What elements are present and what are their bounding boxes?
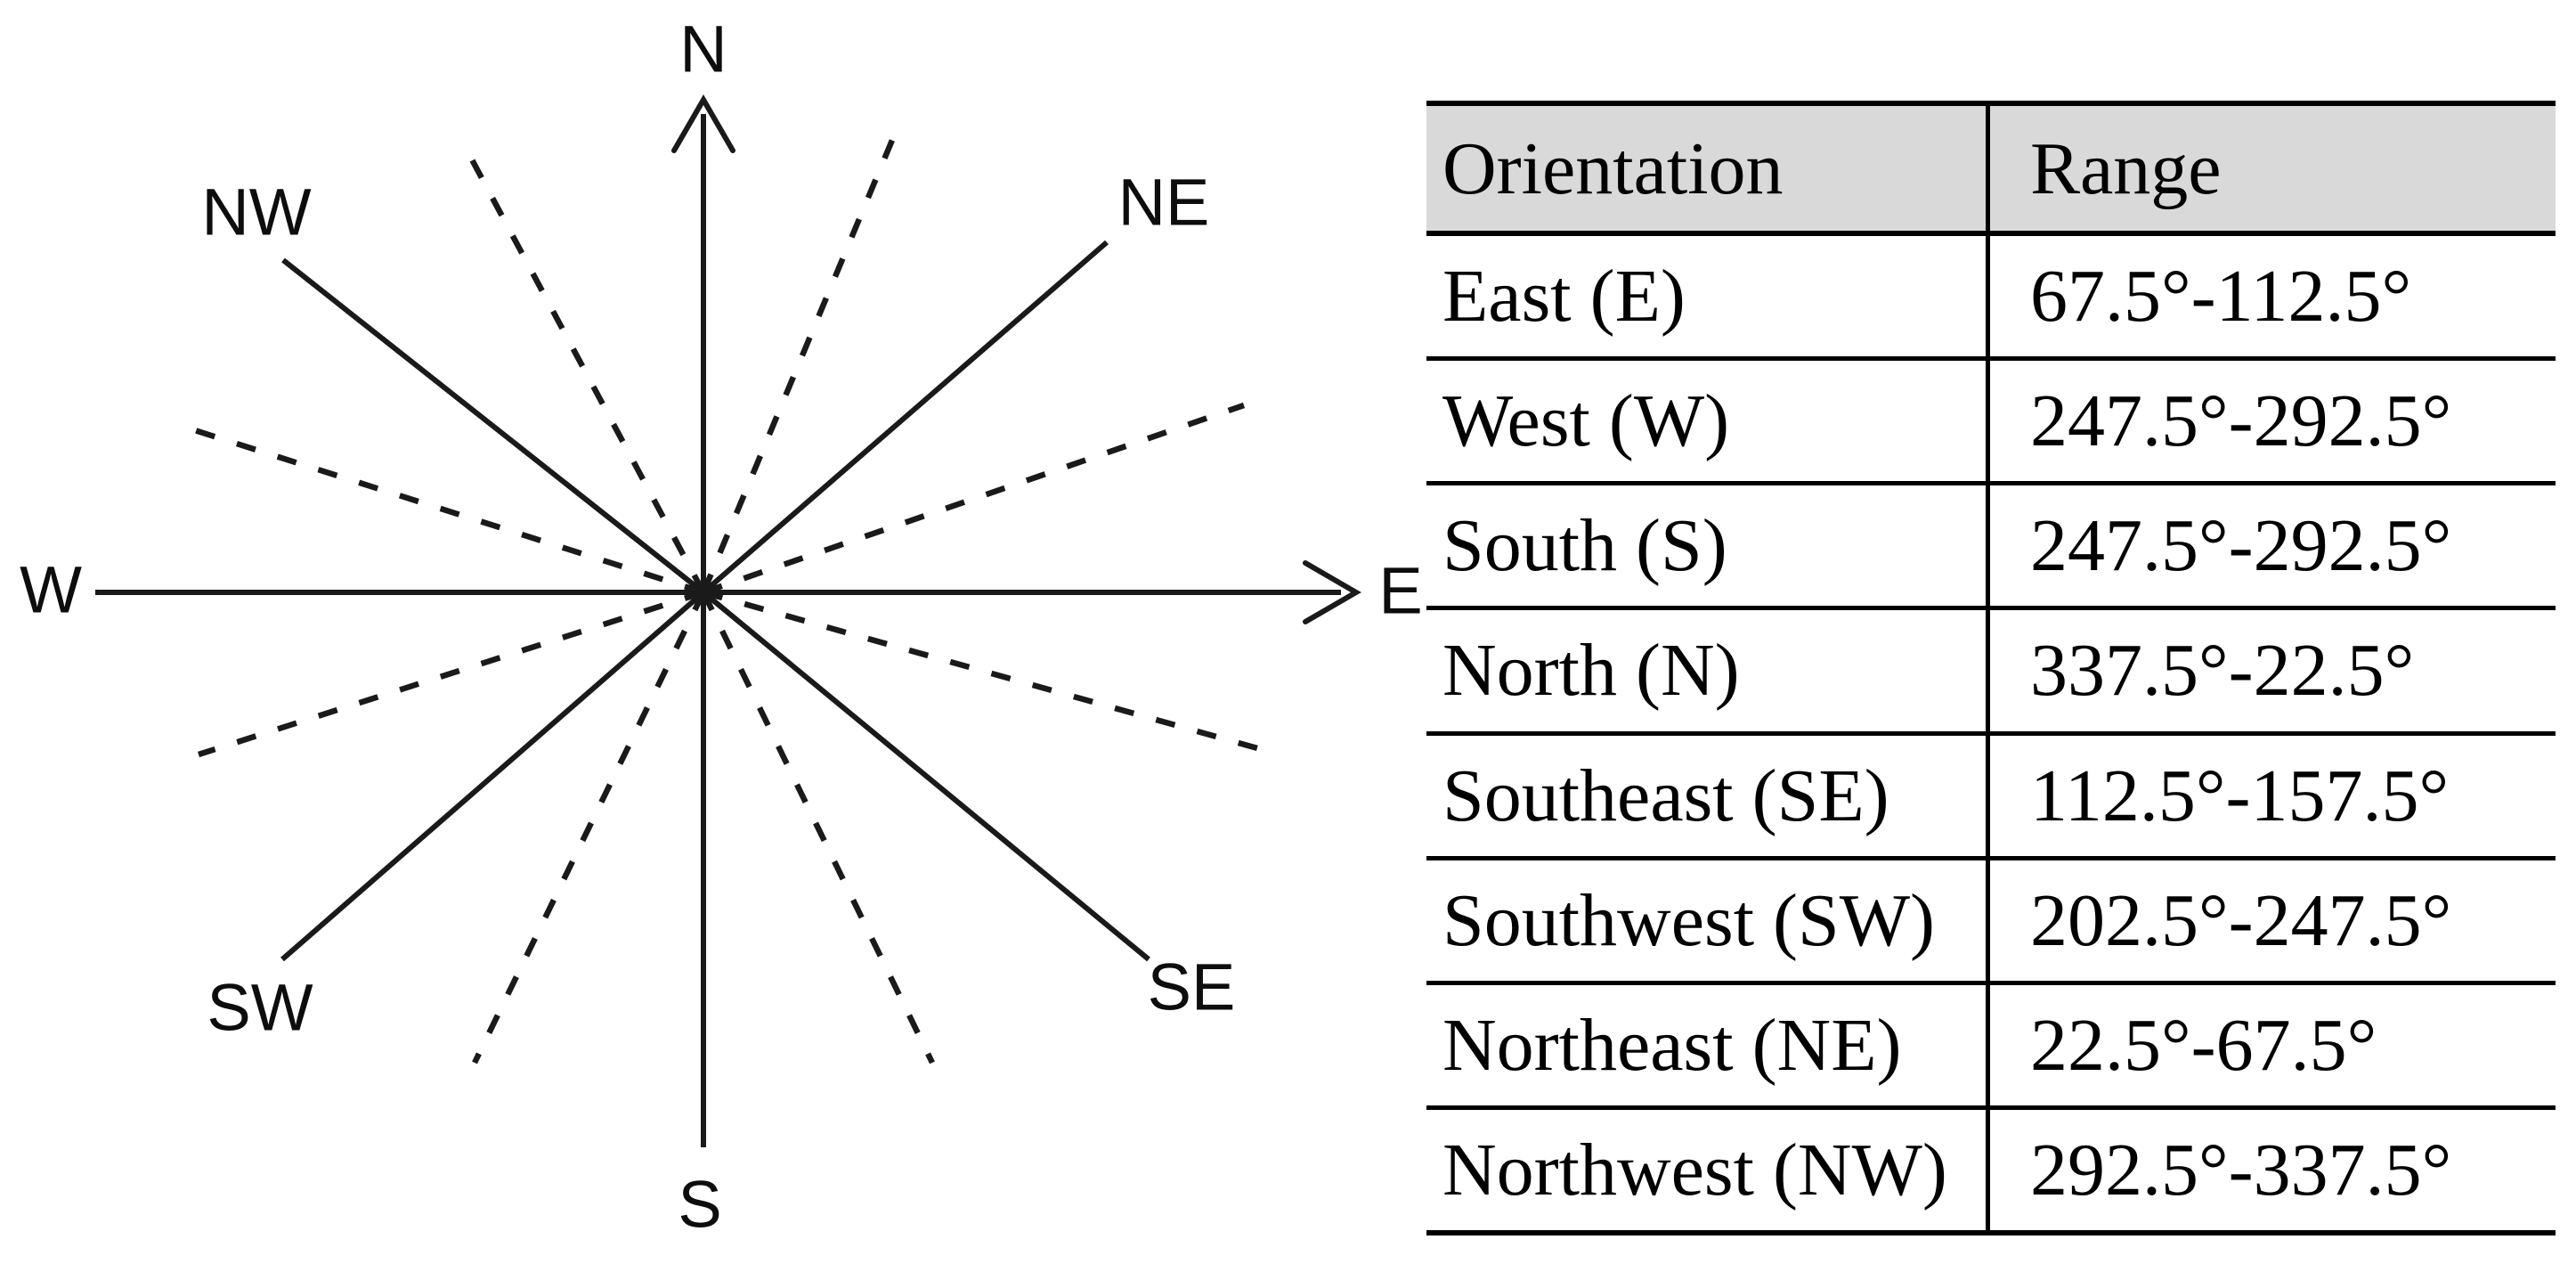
boundary-line-247-5 bbox=[198, 589, 704, 758]
axis-line-northwest bbox=[281, 257, 705, 595]
range-cell: 202.5°-247.5° bbox=[2030, 878, 2452, 962]
boundary-line-292-5 bbox=[180, 422, 704, 596]
compass-label-ne: NE bbox=[1118, 166, 1210, 240]
axis-line-northeast bbox=[702, 240, 1109, 595]
range-cell: 22.5°-67.5° bbox=[2030, 1003, 2377, 1087]
column-header-orientation: Orientation bbox=[1426, 106, 1990, 231]
table-row: East (E) 67.5°-112.5° bbox=[1426, 236, 2556, 362]
range-cell: 67.5°-112.5° bbox=[2030, 255, 2412, 338]
east-arrowhead-icon bbox=[1303, 560, 1361, 624]
orientation-cell: West (W) bbox=[1426, 361, 1990, 482]
range-cell: 247.5°-292.5° bbox=[2030, 379, 2452, 463]
boundary-line-112-5 bbox=[703, 589, 1274, 756]
orientation-cell: South (S) bbox=[1426, 485, 1990, 607]
table-row: Southeast (SE) 112.5°-157.5° bbox=[1426, 735, 2556, 860]
orientation-cell: East (E) bbox=[1426, 236, 1990, 357]
compass-label-s: S bbox=[678, 1168, 721, 1242]
sector-boundary-lines bbox=[180, 132, 1274, 1064]
orientation-cell: Southwest (SW) bbox=[1426, 860, 1990, 981]
column-header-range: Range bbox=[1990, 106, 2556, 231]
compass-label-sw: SW bbox=[207, 971, 313, 1045]
orientation-cell: Northwest (NW) bbox=[1426, 1109, 1990, 1230]
table-header-row: Orientation Range bbox=[1426, 106, 2556, 236]
orientation-range-table: Orientation Range East (E) 67.5°-112.5° … bbox=[1426, 101, 2556, 1235]
boundary-line-67-5 bbox=[702, 402, 1246, 596]
table-row: South (S) 247.5°-292.5° bbox=[1426, 485, 2556, 611]
range-cell: 292.5°-337.5° bbox=[2030, 1128, 2452, 1211]
orientation-cell: Southeast (SE) bbox=[1426, 735, 1990, 856]
orientation-cell: North (N) bbox=[1426, 610, 1990, 731]
compass-label-se: SE bbox=[1148, 950, 1236, 1024]
compass-diagram: N NE E SE S SW W NW bbox=[20, 12, 1423, 1242]
table-row: Northwest (NW) 292.5°-337.5° bbox=[1426, 1109, 2556, 1230]
range-cell: 337.5°-22.5° bbox=[2030, 629, 2415, 713]
range-cell: 247.5°-292.5° bbox=[2030, 504, 2452, 588]
table-row: Southwest (SW) 202.5°-247.5° bbox=[1426, 860, 2556, 985]
compass-label-w: W bbox=[20, 553, 82, 627]
table-row: North (N) 337.5°-22.5° bbox=[1426, 610, 2556, 736]
north-arrowhead-icon bbox=[671, 94, 735, 153]
boundary-line-202-5 bbox=[472, 591, 706, 1064]
orientation-cell: Northeast (NE) bbox=[1426, 984, 1990, 1105]
boundary-line-22-5 bbox=[701, 132, 898, 594]
table-row: West (W) 247.5°-292.5° bbox=[1426, 361, 2556, 486]
compass-label-nw: NW bbox=[201, 175, 311, 249]
table-row: Northeast (NE) 22.5°-67.5° bbox=[1426, 984, 2556, 1110]
range-cell: 112.5°-157.5° bbox=[2030, 754, 2450, 837]
axis-line-southeast bbox=[702, 590, 1150, 962]
axis-line-southwest bbox=[280, 590, 705, 962]
boundary-line-337-5 bbox=[464, 148, 706, 594]
compass-label-n: N bbox=[679, 12, 727, 86]
compass-label-e: E bbox=[1378, 554, 1422, 628]
boundary-line-157-5 bbox=[701, 591, 935, 1064]
